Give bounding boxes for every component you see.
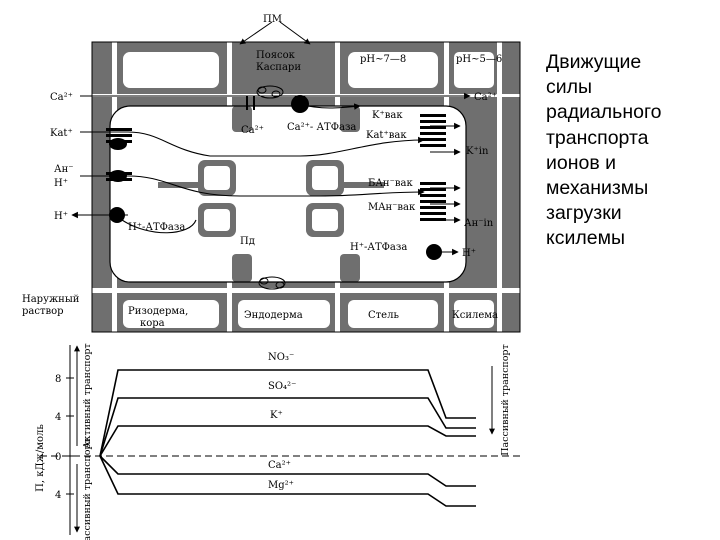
zone-label: кора [140,318,165,329]
passive-transport-label: Пассивный транспорт [82,438,93,540]
zone-label: Ризодерма, [128,306,188,317]
energy-chart: 8 4 0 4 П, кДж/моль Активный транспорт П… [35,343,520,540]
ion-label: H⁺ [54,178,68,189]
title-line: ионов и [546,151,617,174]
title-line: транспорта [546,126,649,149]
tissue-cell-walls [91,41,521,333]
zone-label: Стель [368,310,399,321]
ion-label: Ca²⁺ [474,92,497,103]
ion-label: H⁺ [462,248,476,259]
zone-label: Эндодерма [244,310,303,321]
title-line: радиального [546,101,662,124]
series-ca-line [99,455,476,487]
series-k-line [99,425,476,457]
pm-arrows [239,21,311,45]
ion-label: Ca²⁺ [50,92,73,103]
pm-label: ПМ [263,14,282,25]
ion-label: H⁺-АТФаза [128,222,185,233]
diagram-labels: ПМ Поясок Каспари pH~7—8 pH~5—6 Ca²⁺ Ca²… [22,14,502,329]
ion-label: K⁺in [466,146,489,157]
y-tick-label: 4 [55,412,61,423]
series-so4-line [99,397,476,457]
title-line: ксилемы [546,227,626,250]
ion-label: H⁺-АТФаза [350,242,407,253]
y-tick-label: 8 [55,374,61,385]
casparian-strip-blobs [256,85,286,290]
y-axis-label: П, кДж/моль [35,424,46,492]
zone-label: раствор [22,306,64,317]
ion-label: Ca²⁺- АТФаза [287,122,356,133]
ion-label: Kat⁺ [50,128,73,139]
y-tick-label: 0 [55,452,61,463]
plasmodesma-label: Пд [240,236,255,247]
series-mg-line [99,455,476,507]
ion-label: БАн⁻вак [368,178,413,189]
ion-label: MAн⁻вак [368,202,416,213]
ion-label: Ан⁻ [54,164,74,175]
series-label-ca: Ca²⁺ [268,460,291,471]
slide-title: Движущие силы радиального транспорта ион… [546,50,716,252]
series-label-k: K⁺ [270,410,283,421]
series-label-so4: SO₄²⁻ [268,381,296,392]
title-line: Движущие [546,51,642,73]
ion-label: Kat⁺вак [366,130,407,141]
ph-label: pH~5—6 [456,54,502,65]
passive-transport-label: Пассивный транспорт [500,344,511,456]
series-lines [99,369,476,507]
casparian-label: Поясок [256,50,296,61]
zone-label: Ксилема [452,310,498,321]
series-no3-line [99,369,476,457]
y-tick-label: 4 [55,490,61,501]
ion-label: Ca²⁺ [241,125,264,136]
ion-label: K⁺вак [372,110,403,121]
series-label-mg: Mg²⁺ [268,480,294,491]
membrane-channels [106,95,446,260]
title-line: загрузки [546,202,622,225]
series-label-no3: NO₃⁻ [268,352,294,363]
zone-label: Наружный [22,294,80,305]
ion-label: Ан⁻in [464,218,494,229]
casparian-label: Каспари [256,62,301,73]
ph-label: pH~7—8 [360,54,406,65]
title-line: механизмы [546,177,649,200]
active-transport-label: Активный транспорт [82,343,93,448]
ion-label: H⁺ [54,211,68,222]
title-line: силы [546,76,593,99]
